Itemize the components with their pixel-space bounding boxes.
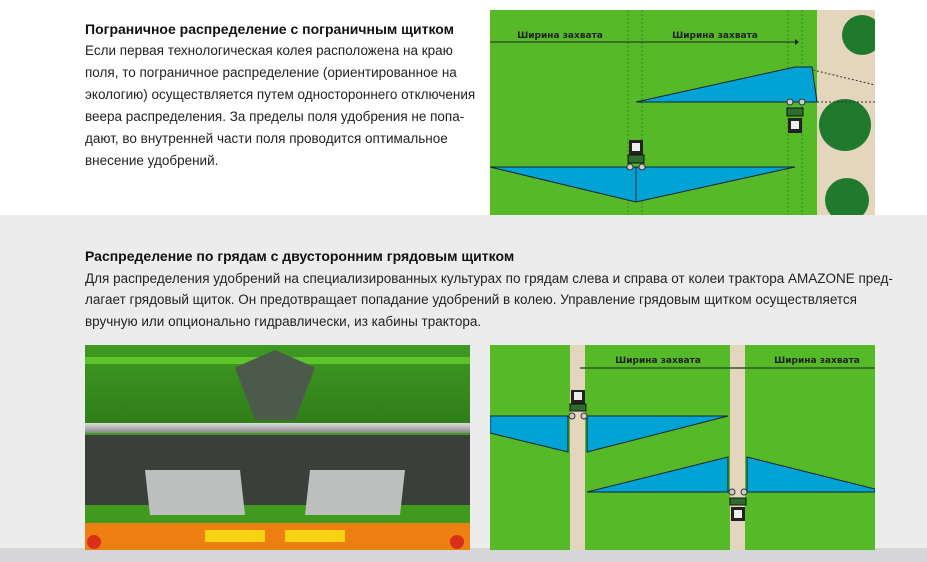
tractor-icon	[626, 140, 646, 171]
section-title: Распределение по грядам с двусторонним г…	[85, 248, 515, 264]
text-line: Для распределения удобрений на специализ…	[85, 270, 893, 286]
text-line: внесение удобрений.	[85, 153, 219, 168]
working-width-label: Ширина захвата	[774, 356, 860, 366]
text-line: лагает грядовый щиток. Он предотвращает …	[85, 292, 857, 307]
text-line: дают, во внутренней части поля проводитс…	[85, 131, 448, 146]
tree-icon	[825, 178, 869, 215]
working-width-label: Ширина захвата	[517, 31, 603, 41]
text-line: вручную или опционально гидравлически, и…	[85, 313, 482, 329]
tractor-icon	[568, 390, 588, 420]
working-width-label: Ширина захвата	[615, 356, 701, 366]
footer-strip	[0, 548, 927, 562]
spread-pattern	[635, 66, 818, 103]
row-deflector-photo	[85, 345, 470, 550]
section-title: Пограничное распределение с пограничным …	[85, 21, 455, 37]
row-spreading-diagram: Ширина захвата Ширина захвата	[490, 345, 875, 550]
text-line: Если первая технологическая колея распол…	[85, 43, 453, 58]
border-spreading-diagram: Ширина захвата Ширина захвата	[490, 10, 875, 215]
tractor-icon	[786, 98, 806, 133]
tree-icon	[819, 99, 871, 151]
text-line: экологию) осуществляется путем односторо…	[85, 87, 476, 102]
text-line: поля, то пограничное распределение (орие…	[85, 65, 457, 80]
tractor-icon	[728, 488, 748, 521]
working-width-label: Ширина захвата	[672, 31, 758, 41]
spread-pattern	[746, 456, 875, 493]
spread-pattern	[586, 456, 729, 493]
row-spreading-text: Распределение по грядам с двусторонним г…	[85, 246, 927, 332]
border-spreading-text: Пограничное распределение с пограничным …	[85, 18, 485, 172]
text-line: веера распределения. За пределы поля удо…	[85, 109, 465, 124]
spread-pattern	[586, 415, 729, 453]
spread-pattern	[490, 415, 569, 453]
tree-icon	[842, 15, 875, 55]
tramline	[570, 345, 585, 550]
